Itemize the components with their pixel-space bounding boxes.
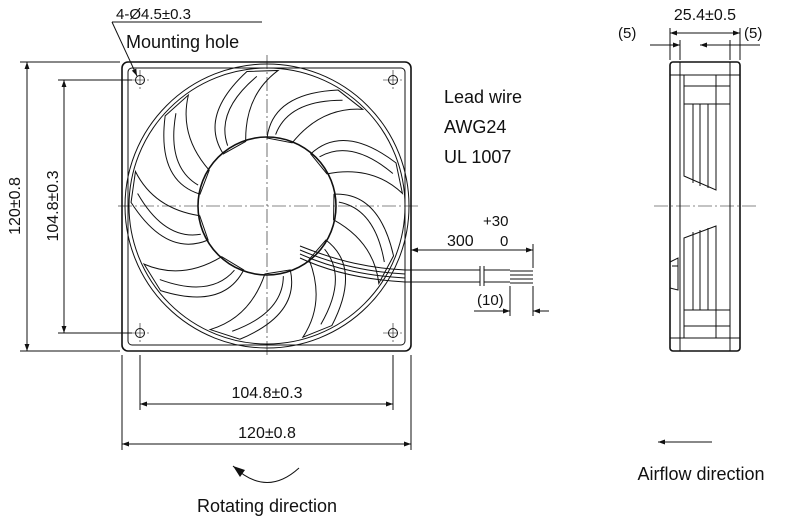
fan-blade-edge [319, 150, 394, 174]
lead-wire-title: Lead wire [444, 87, 522, 107]
side-body-outline [669, 61, 741, 352]
fan-blade-edge [320, 248, 336, 325]
dim-outer-width-text: 120±0.8 [238, 425, 296, 442]
side-right-dim: (5) [744, 25, 762, 42]
strip-length-text: (10) [477, 292, 504, 309]
rotating-direction-label: Rotating direction [197, 496, 337, 516]
dim-outer-width: 120±0.8 [121, 355, 412, 450]
fan-blade [163, 93, 210, 195]
fan-blade [310, 140, 404, 195]
hole-callout: 4-Ø4.5±0.3 Mounting hole [111, 6, 262, 77]
fan-blade [214, 69, 280, 155]
fan-frame-outer [121, 61, 412, 352]
side-depth-text: 25.4±0.5 [674, 7, 736, 24]
lead-wire: Lead wire AWG24 UL 1007 300 +30 0 (10) [299, 87, 549, 316]
airflow-direction-label: Airflow direction [637, 464, 764, 484]
fan-blade-edge [338, 201, 385, 263]
rotation-arrow: Rotating direction [197, 465, 337, 516]
mounting-holes [135, 75, 398, 338]
fan-blade [142, 256, 245, 298]
lead-length-text: 300 [447, 233, 474, 250]
fan-blade-edge [137, 193, 201, 236]
lead-tol-minus: 0 [500, 233, 508, 250]
lead-tol-plus: +30 [483, 213, 508, 230]
fan-blade-edge [232, 276, 284, 332]
fan-blades [130, 69, 404, 340]
fan-blade [266, 89, 365, 144]
front-view: 4-Ø4.5±0.3 Mounting hole 120±0.8 104.8±0… [7, 6, 418, 516]
fan-blade-edge [173, 113, 199, 186]
fan-blade [333, 193, 395, 286]
dim-hole-pitch-horizontal: 104.8±0.3 [139, 355, 394, 410]
lead-wire-standard: UL 1007 [444, 147, 511, 167]
dim-hole-pitch-vertical: 104.8±0.3 [45, 79, 132, 334]
side-left-dim: (5) [618, 25, 636, 42]
fan-blade [208, 269, 293, 340]
fan-blade [130, 169, 209, 245]
hole-diameter-text: 4-Ø4.5±0.3 [116, 6, 191, 23]
mounting-hole-label: Mounting hole [126, 32, 239, 52]
dim-hole-pitch-horizontal-text: 104.8±0.3 [231, 385, 302, 402]
lead-wire-gauge: AWG24 [444, 117, 506, 137]
side-view: 25.4±0.5 (5) (5) Airflow direction [618, 7, 765, 484]
dim-hole-pitch-vertical-text: 104.8±0.3 [45, 170, 62, 241]
fan-blade-edge [159, 269, 235, 288]
dim-outer-height: 120±0.8 [7, 61, 120, 352]
fan-blade-edge [275, 99, 343, 135]
fan-blade-edge [224, 76, 258, 146]
dim-outer-height-text: 120±0.8 [7, 177, 24, 235]
